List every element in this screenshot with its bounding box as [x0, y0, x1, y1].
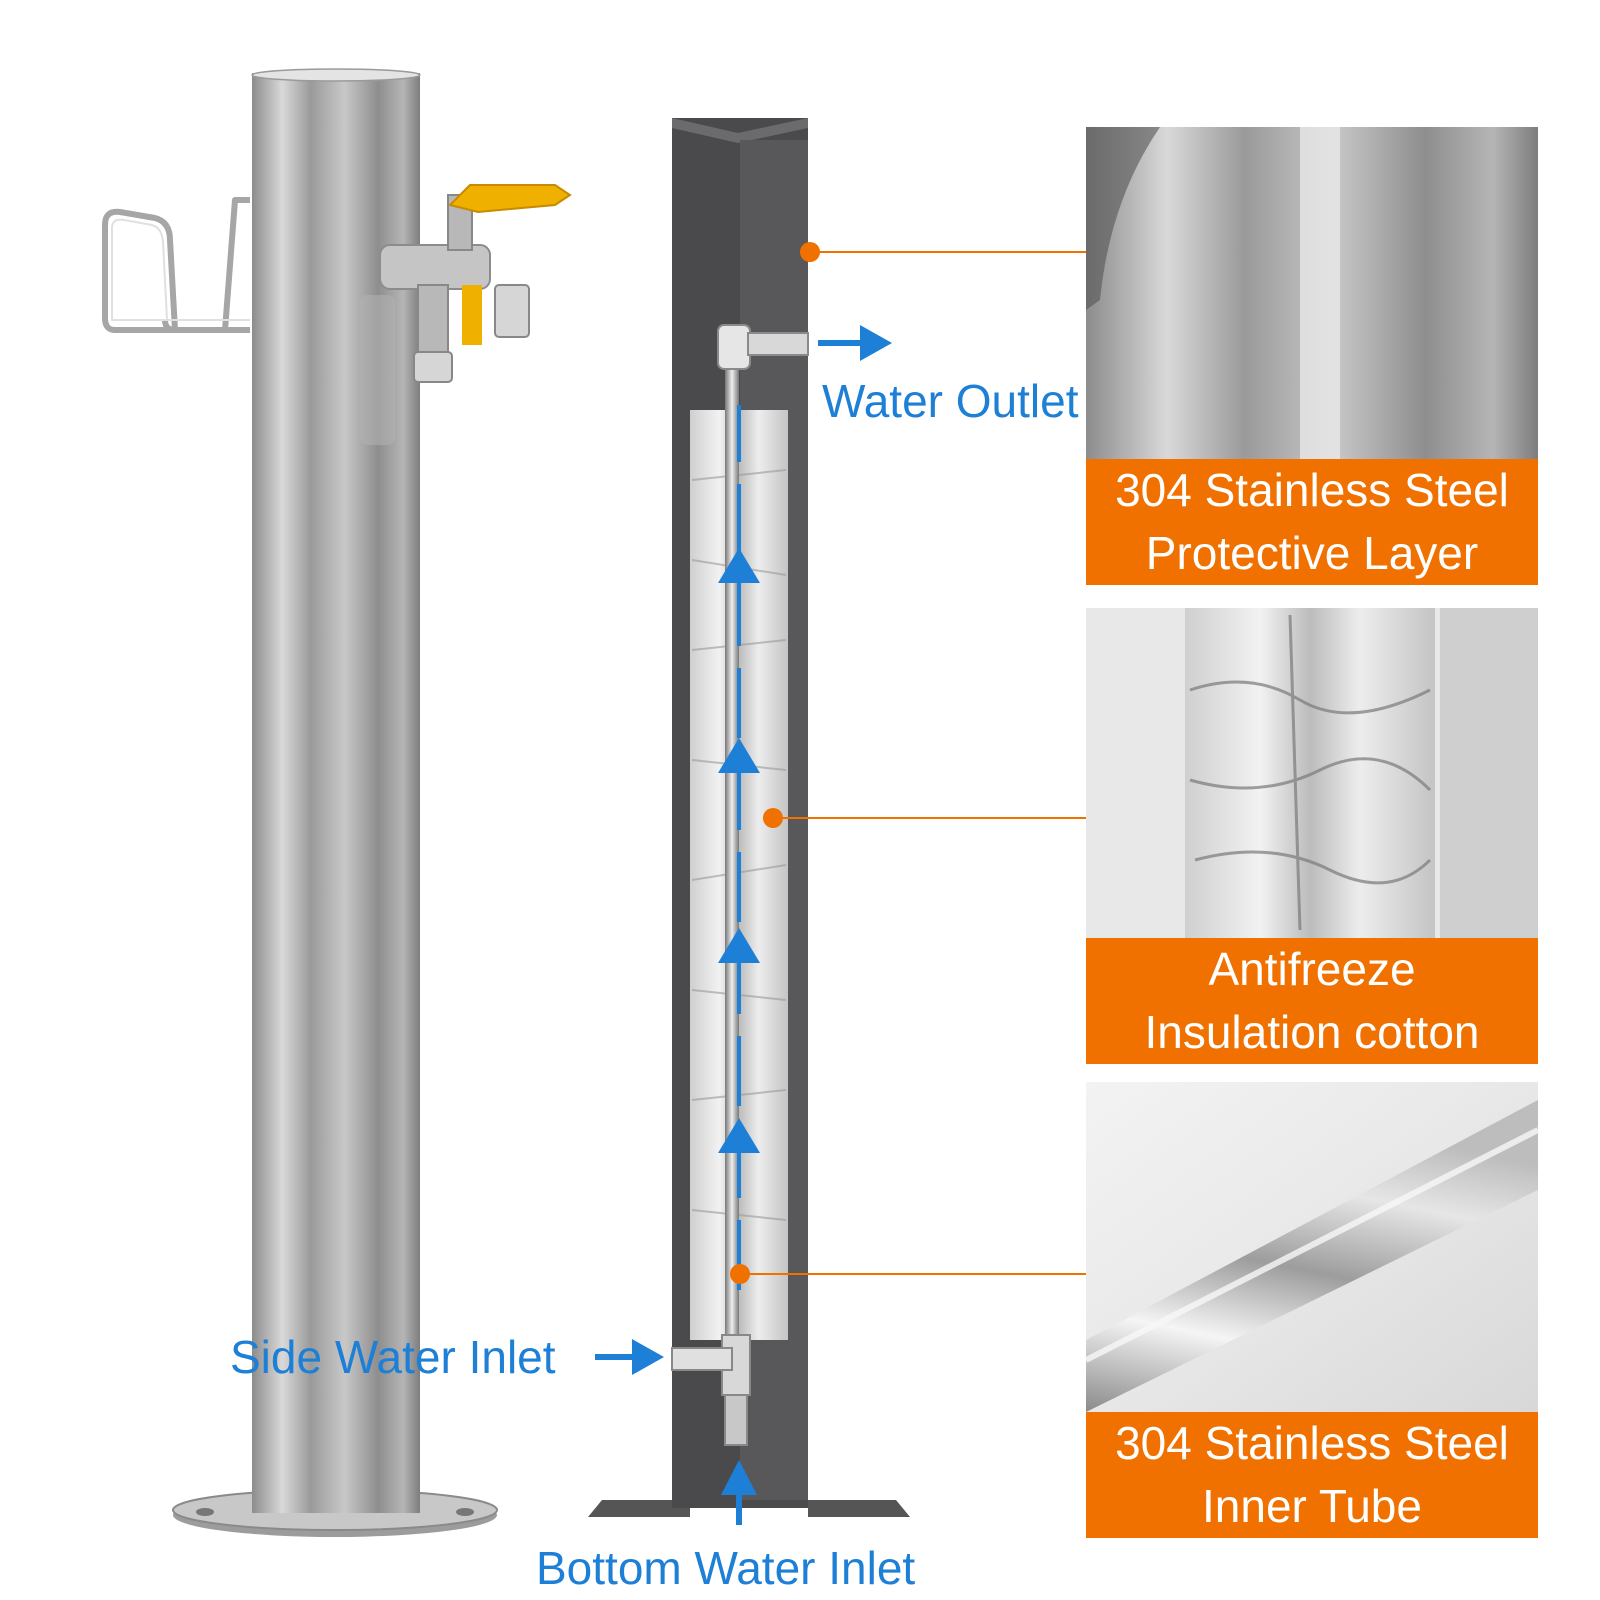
leader-lines: [740, 251, 1086, 1275]
cutaway-foot-left: [588, 1500, 690, 1517]
flow-arrows: [595, 325, 892, 1525]
photo-inner-tube: [1084, 1082, 1540, 1412]
water-outlet-label: Water Outlet: [822, 375, 1079, 427]
cutaway-diagram: [588, 118, 910, 1525]
bottom-water-inlet-label: Bottom Water Inlet: [536, 1542, 916, 1594]
caption-protective-layer: 304 Stainless Steel Protective Layer: [1086, 459, 1538, 585]
inner-tube: [725, 360, 739, 1350]
photo-insulation-cotton: [1086, 608, 1538, 938]
water-tap-icon: [360, 184, 572, 445]
photo-protective-layer: [1086, 127, 1538, 459]
marker-dot: [763, 808, 783, 828]
caption-line: 304 Stainless Steel: [1115, 1417, 1509, 1469]
marker-dot: [800, 242, 820, 262]
caption-line: Antifreeze: [1208, 943, 1416, 995]
steel-water-post: [102, 68, 572, 1537]
caption-line: 304 Stainless Steel: [1115, 464, 1509, 516]
tap-handle: [448, 184, 572, 214]
marker-dot: [730, 1264, 750, 1284]
hose-hanger: [102, 197, 250, 333]
cutaway-foot-right: [808, 1500, 910, 1517]
caption-inner-tube: 304 Stainless Steel Inner Tube: [1086, 1412, 1538, 1538]
caption-line: Protective Layer: [1145, 527, 1479, 579]
side-water-inlet-label: Side Water Inlet: [230, 1331, 556, 1383]
caption-insulation-cotton: Antifreeze Insulation cotton: [1086, 938, 1538, 1064]
caption-line: Inner Tube: [1202, 1480, 1422, 1532]
caption-line: Insulation cotton: [1144, 1006, 1480, 1058]
